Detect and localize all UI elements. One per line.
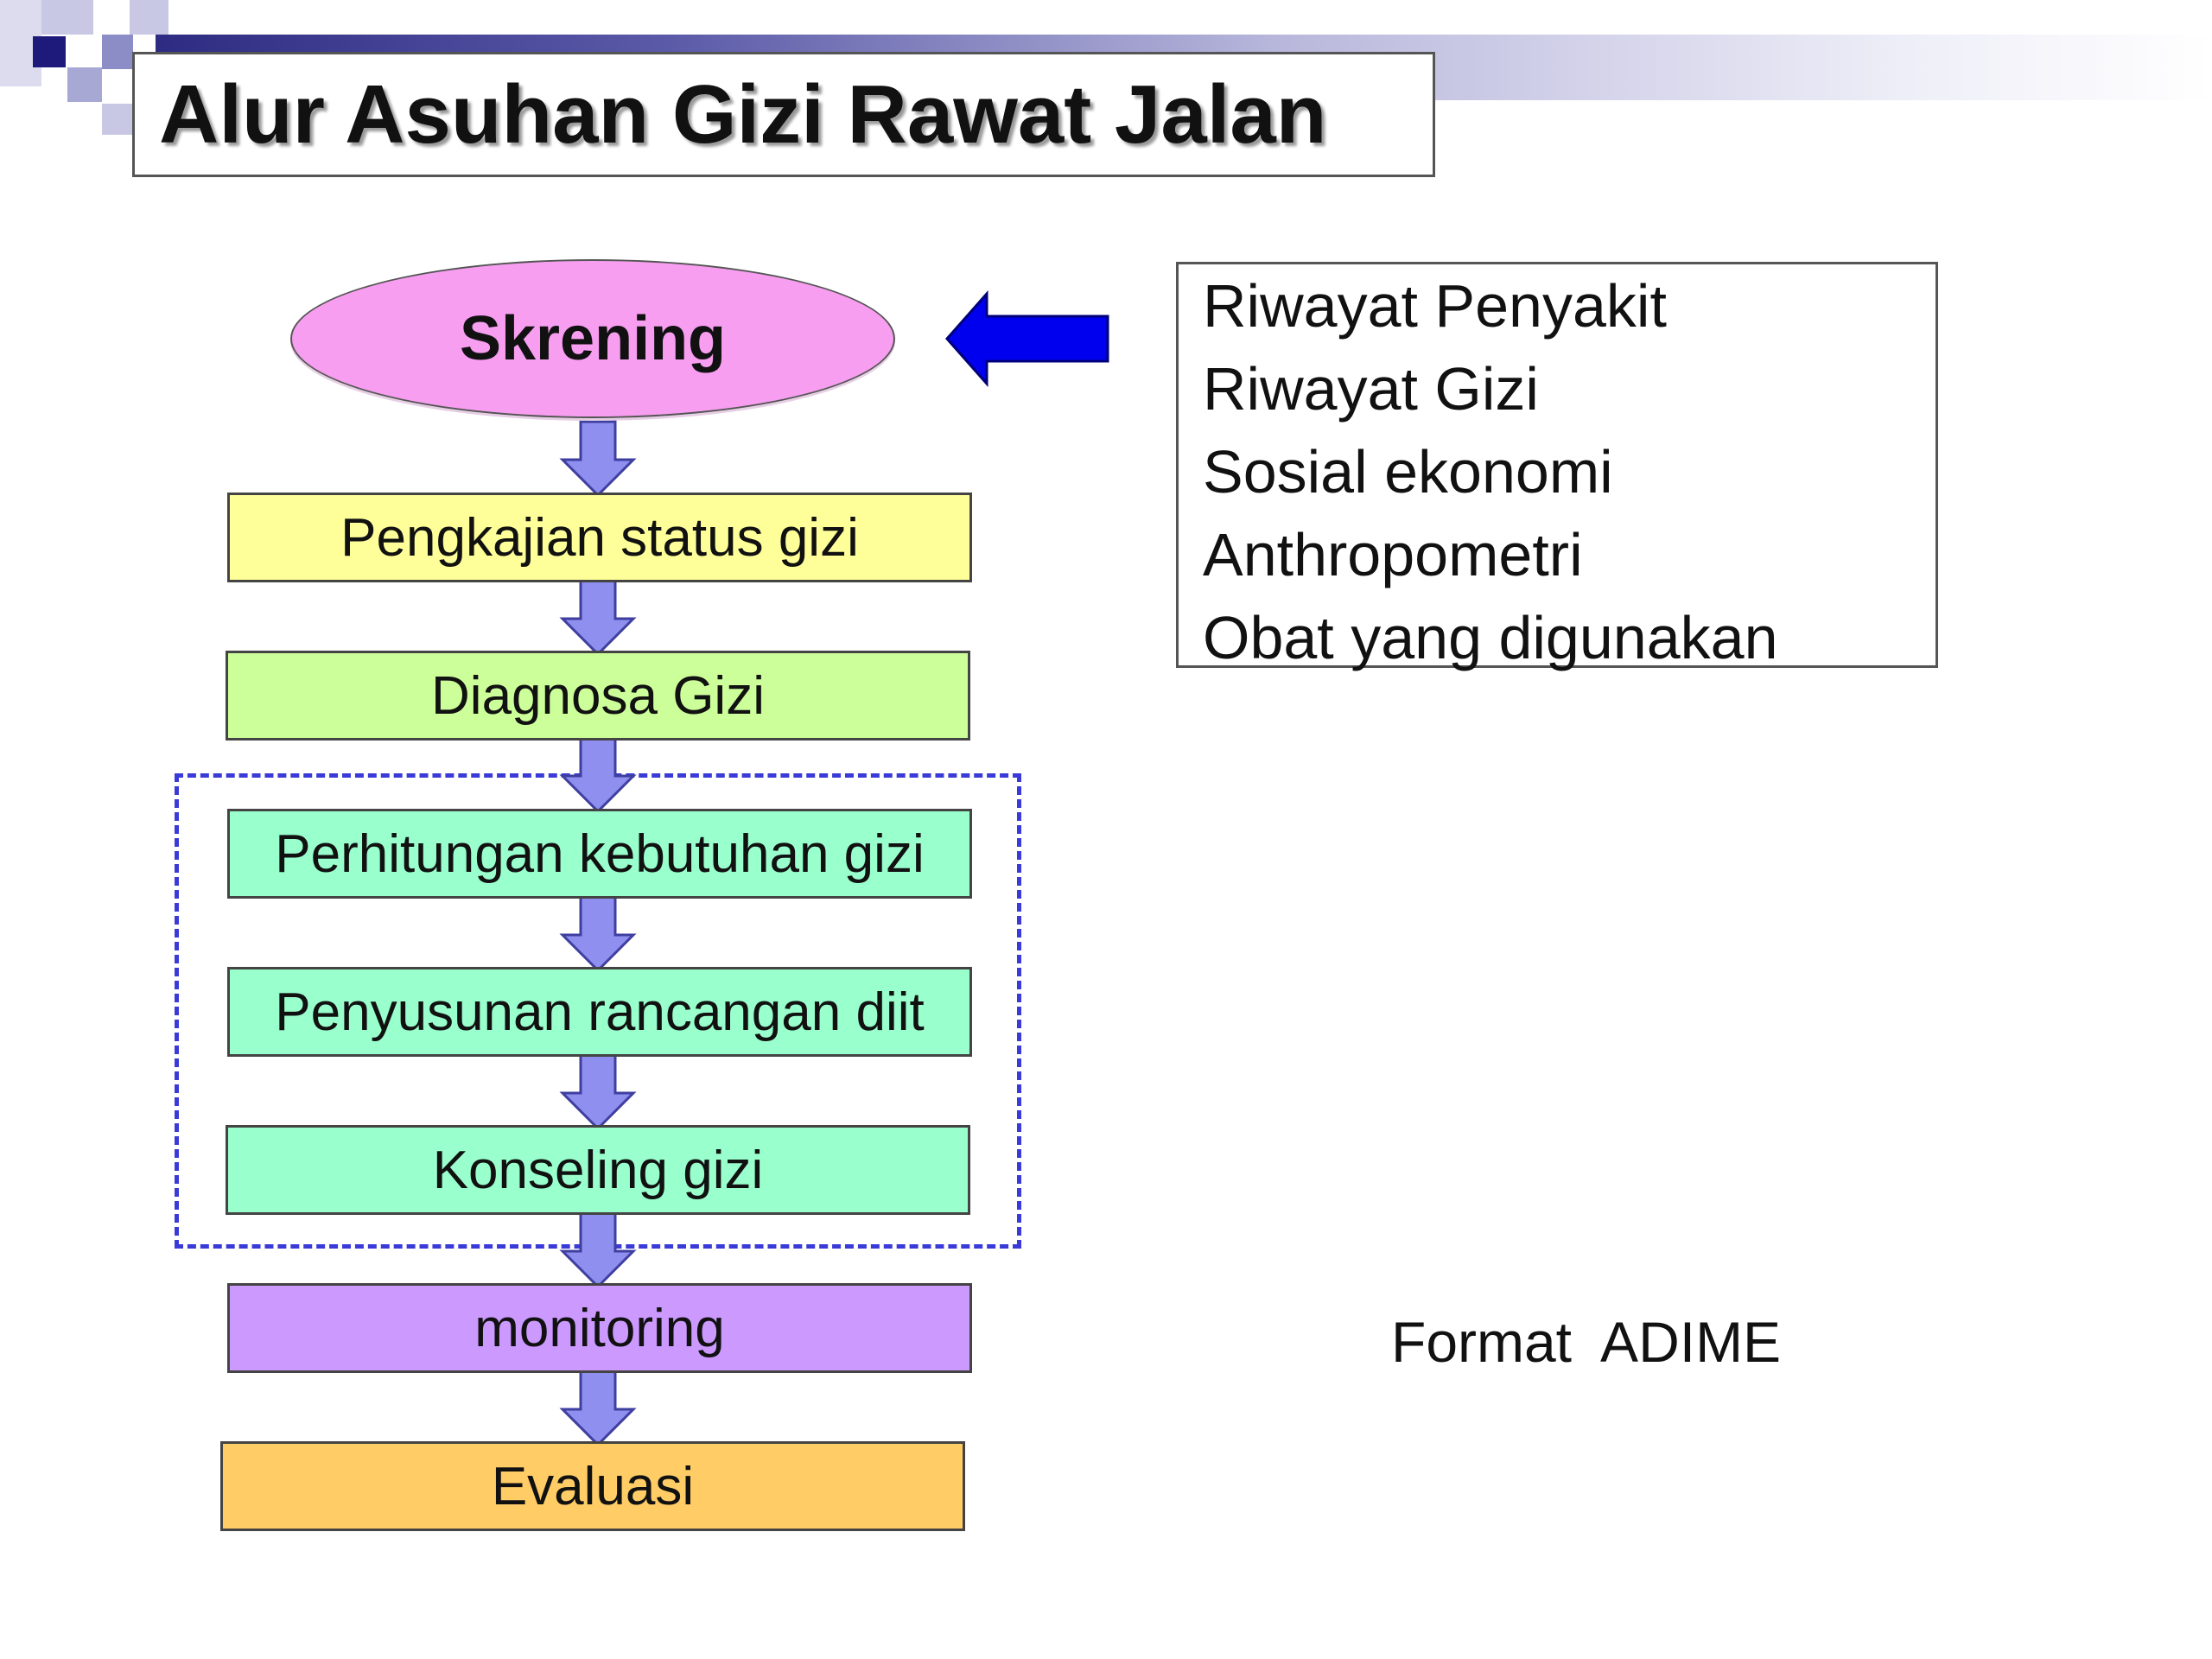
step-box-monitoring: monitoring: [227, 1283, 972, 1373]
header-decor-square: [102, 35, 133, 69]
step-label: Konseling gizi: [432, 1140, 764, 1200]
header-decor-square: [130, 0, 168, 35]
page-title: Alur Asuhan Gizi Rawat Jalan: [159, 67, 1327, 161]
left-arrow-icon: [944, 290, 1109, 387]
start-ellipse: Skrening: [290, 259, 895, 418]
down-arrow-icon: [561, 579, 635, 656]
step-label: monitoring: [474, 1298, 725, 1358]
header-decor-square: [67, 67, 102, 102]
step-box-evaluasi: Evaluasi: [220, 1441, 965, 1531]
step-box-konseling: Konseling gizi: [226, 1125, 970, 1215]
title-box: Alur Asuhan Gizi Rawat Jalan: [132, 52, 1435, 177]
step-box-penyusunan: Penyusunan rancangan diit: [227, 967, 972, 1057]
info-item: Obat yang digunakan: [1203, 604, 1778, 671]
down-arrow-icon: [561, 895, 635, 972]
header-decor-square: [41, 0, 93, 35]
start-label: Skrening: [459, 304, 727, 373]
step-box-perhitungan: Perhitungan kebutuhan gizi: [227, 809, 972, 899]
down-arrow-icon: [561, 1211, 635, 1288]
step-label: Penyusunan rancangan diit: [275, 982, 925, 1042]
step-box-diagnosa: Diagnosa Gizi: [226, 651, 970, 741]
step-box-pengkajian: Pengkajian status gizi: [227, 493, 972, 582]
step-label: Perhitungan kebutuhan gizi: [275, 823, 925, 884]
assessment-info-box: Riwayat Penyakit Riwayat Gizi Sosial eko…: [1176, 262, 1938, 671]
info-item: Sosial ekonomi: [1203, 438, 1613, 505]
header-decor-square: [33, 36, 66, 67]
down-arrow-icon: [561, 420, 635, 497]
step-label: Diagnosa Gizi: [431, 665, 765, 726]
header-decor-square: [102, 104, 133, 135]
down-arrow-icon: [561, 736, 635, 813]
info-item: Anthropometri: [1203, 521, 1583, 588]
info-item: Riwayat Penyakit: [1203, 272, 1667, 340]
info-item: Riwayat Gizi: [1203, 355, 1539, 423]
down-arrow-icon: [561, 1370, 635, 1446]
format-note: Format ADIME: [1391, 1310, 1782, 1374]
step-label: Evaluasi: [491, 1456, 695, 1516]
step-label: Pengkajian status gizi: [340, 507, 859, 568]
down-arrow-icon: [561, 1053, 635, 1130]
